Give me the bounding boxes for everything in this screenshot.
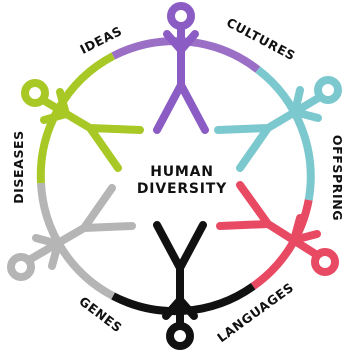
figure-upper-right-head [314, 76, 342, 104]
center-title: HUMAN DIVERSITY [137, 164, 227, 197]
figure-upper-right-body [214, 86, 324, 172]
figure-upper-left-head [21, 79, 49, 107]
figure-lower-right-head [311, 248, 339, 276]
figure-top-body [153, 22, 209, 134]
figure-bottom [153, 221, 207, 350]
center-title-line1: HUMAN [150, 164, 214, 180]
ring-arc-gray [37, 182, 115, 300]
figure-upper-left [21, 79, 144, 172]
figure-upper-right [214, 76, 342, 172]
ring-arc-teal [255, 66, 315, 201]
figure-lower-right [216, 181, 339, 276]
figure-lower-left-body [25, 184, 136, 270]
figure-lower-left [7, 184, 136, 281]
figure-top [153, 2, 209, 134]
figure-lower-right-body [216, 181, 321, 259]
figure-bottom-body [153, 221, 207, 330]
center-title-line2: DIVERSITY [137, 181, 227, 197]
label-diseases: DISEASES [11, 130, 26, 204]
figures [7, 2, 342, 350]
figure-upper-left-body [39, 88, 144, 172]
label-offspring: OFFSPRING [330, 135, 345, 221]
figure-lower-left-head [7, 253, 35, 281]
ring-arc-red [250, 199, 313, 290]
